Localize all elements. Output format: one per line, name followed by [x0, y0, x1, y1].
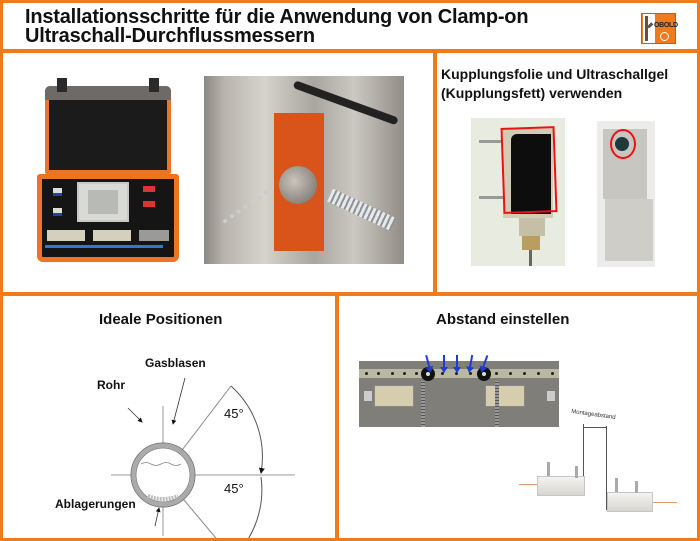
dimension-line — [583, 427, 606, 428]
highlight-circle — [610, 129, 636, 159]
coupling-foil-photo — [471, 118, 565, 266]
case-latch — [149, 78, 159, 92]
rail-hole — [509, 372, 512, 375]
transducer-right — [485, 385, 525, 407]
transducer — [53, 208, 62, 216]
coupling-foil — [511, 134, 551, 214]
mounting-chain — [222, 184, 279, 229]
threaded-rod — [495, 381, 499, 427]
equipment-panel — [3, 53, 433, 292]
transducer-right — [607, 492, 653, 512]
connector — [547, 391, 555, 401]
threaded-rod — [421, 381, 425, 427]
red-transducer — [143, 201, 155, 207]
connector — [364, 391, 372, 401]
transducer-left — [374, 385, 414, 407]
post — [635, 481, 638, 493]
rail-bar — [359, 369, 559, 378]
tension-spring — [327, 188, 397, 231]
logo-circle-icon — [660, 32, 669, 41]
rail-hole — [403, 372, 406, 375]
wire — [529, 250, 532, 266]
rail-hole — [455, 372, 458, 375]
rail-hole — [441, 372, 444, 375]
logo-wordmark: OBOLD — [654, 22, 678, 29]
cable-gland — [522, 236, 540, 250]
transducer-left — [537, 476, 585, 496]
header-panel: Installationsschritte für die Anwendung … — [3, 3, 697, 49]
transducer — [53, 188, 62, 196]
flowmeter-display — [77, 182, 129, 222]
title-line-2: Ultraschall-Durchflussmessern — [25, 25, 315, 47]
post — [547, 462, 550, 476]
post — [615, 478, 618, 492]
pipe-position-diagram — [111, 377, 295, 538]
logo-k-icon — [643, 14, 655, 43]
rail-hole — [469, 372, 472, 375]
transducer-knob — [279, 166, 317, 204]
mounting-rail — [93, 230, 131, 241]
case-lid — [45, 86, 171, 174]
mounting-rail — [47, 230, 85, 241]
set-distance-panel: Abstand einstellen Montageabstand — [339, 296, 697, 538]
transducer-stem — [519, 218, 545, 236]
rail-hole — [391, 372, 394, 375]
rail-hole — [523, 372, 526, 375]
red-transducer — [143, 186, 155, 192]
label-angle-lower: 45° — [224, 481, 244, 496]
coupling-title-line-1: Kupplungsfolie und Ultraschallgel — [441, 66, 669, 82]
label-gas-bubbles: Gasblasen — [145, 356, 206, 370]
measuring-tape — [45, 245, 163, 248]
case-latch — [57, 78, 67, 92]
label-deposits: Ablagerungen — [55, 497, 136, 511]
kobold-logo: OBOLD — [641, 13, 678, 44]
label-angle-upper: 45° — [224, 406, 244, 421]
rail-hole — [415, 372, 418, 375]
label-pipe: Rohr — [97, 378, 125, 392]
pin — [479, 196, 503, 199]
blue-arrow-icon — [453, 355, 461, 373]
coupling-pack — [139, 230, 169, 241]
positions-title: Ideale Positionen — [99, 311, 223, 328]
highlight-rectangle — [500, 126, 558, 214]
rail-hole — [551, 372, 554, 375]
rail-hole — [537, 372, 540, 375]
distance-title: Abstand einstellen — [436, 311, 570, 328]
transducer-body — [605, 199, 653, 261]
pin — [479, 140, 503, 143]
dimension-line — [583, 424, 584, 494]
post — [575, 466, 578, 478]
coupling-panel: Kupplungsfolie und Ultraschallgel (Kuppl… — [437, 53, 697, 292]
ultrasonic-gel-photo — [597, 121, 655, 267]
mounting-distance-label: Montageabstand — [570, 408, 616, 422]
rail-hole — [495, 372, 498, 375]
cable-lead — [519, 484, 543, 485]
mounting-distance-drawing: Montageabstand — [519, 406, 689, 526]
blue-arrow-icon — [440, 355, 448, 373]
dimension-line — [606, 426, 607, 510]
coupling-title-line-2: (Kupplungsfett) verwenden — [441, 85, 623, 101]
cable-lead — [653, 502, 677, 503]
ideal-positions-panel: Ideale Positionen Gasblasen Rohr Ablager… — [3, 296, 335, 538]
carrying-case-photo — [31, 78, 185, 264]
coupling-title: Kupplungsfolie und Ultraschallgel (Kuppl… — [441, 65, 668, 103]
title-line-1: Installationsschritte für die Anwendung … — [25, 6, 529, 28]
rail-hole — [365, 372, 368, 375]
rail-hole — [377, 372, 380, 375]
case-lid-rim — [45, 86, 171, 100]
sensor-mounted-on-pipe-photo — [204, 76, 404, 264]
page-title: Installationsschritte für die Anwendung … — [25, 6, 529, 47]
